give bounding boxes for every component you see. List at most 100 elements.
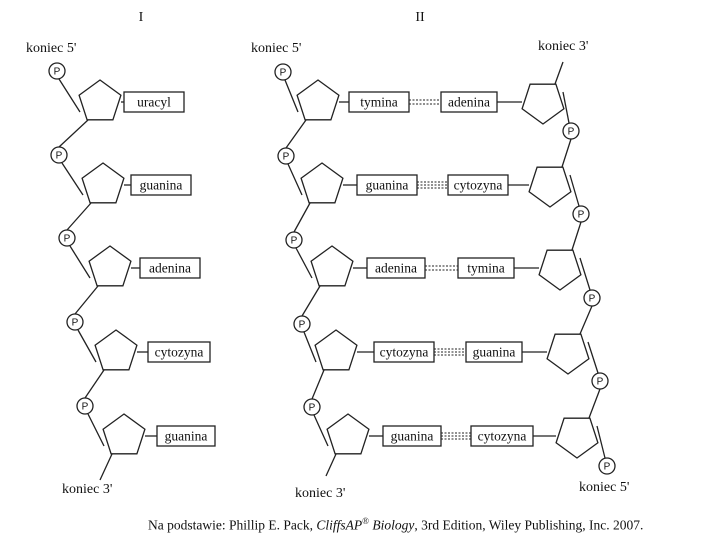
sugar-IIL-4 [314, 329, 358, 371]
backbone-IIR-down-3 [579, 257, 591, 291]
base-IIR-2-box [447, 174, 509, 196]
sugar-IIL-2 [300, 162, 344, 204]
phosphate-IIL-top [274, 63, 292, 81]
sugar-I-4 [94, 329, 138, 371]
backbone-IIR-down-4 [587, 341, 599, 374]
backbone-IIL-out-4 [311, 369, 325, 400]
phosphate-IIR-5-label: P [604, 462, 611, 473]
backbone-I-in-4 [77, 329, 97, 363]
backbone-IIL-out-2 [293, 202, 311, 233]
base-IIR-1-box [440, 91, 498, 113]
phosphate-IIL-top-label: P [280, 68, 287, 79]
backbone-IIR-down-2 [569, 174, 580, 207]
base-IIL-4: cytozyna [380, 345, 429, 360]
panel-II-left-end-3: koniec 3' [295, 486, 345, 501]
panel-II-title: II [415, 10, 425, 25]
panel-II-right-end-3: koniec 3' [538, 39, 588, 54]
backbone-IIR-up-2 [561, 138, 572, 168]
base-I-2-box [130, 174, 192, 196]
backbone-I-out-2 [66, 202, 92, 231]
phosphate-I-top [48, 62, 66, 80]
backbone-IIL-in-2 [287, 163, 303, 196]
backbone-IIR-down-1 [562, 91, 570, 124]
base-I-5: guanina [165, 429, 208, 444]
base-IIL-2: guanina [366, 178, 409, 193]
phosphate-IIR-2-label: P [578, 210, 585, 221]
panel-II-right-end-5: koniec 5' [579, 480, 629, 495]
backbone-IIL-in-1 [284, 79, 299, 113]
phosphate-IIL-2-label: P [283, 152, 290, 163]
backbone-IIL-in-3 [295, 247, 313, 279]
phosphate-IIL-4 [293, 315, 311, 333]
base-IIL-5: guanina [391, 429, 434, 444]
panel-I-end-5: koniec 5' [26, 41, 76, 56]
sugar-I-3 [88, 245, 132, 287]
hydrogen-bonds [409, 99, 471, 440]
base-IIR-5: cytozyna [478, 429, 527, 444]
phosphate-I-top-label: P [54, 67, 61, 78]
phosphate-I-4 [66, 313, 84, 331]
base-IIR-3: tymina [467, 261, 505, 276]
sugar-IIR-1 [521, 83, 565, 125]
phosphate-IIR-3-label: P [589, 294, 596, 305]
phosphate-I-3 [58, 229, 76, 247]
phosphate-IIL-5-label: P [309, 403, 316, 414]
base-IIR-2: cytozyna [454, 178, 503, 193]
phosphate-IIL-3 [285, 231, 303, 249]
backbone-I-in-5 [87, 413, 105, 447]
phosphate-IIL-4-label: P [299, 320, 306, 331]
sugar-IIL-1 [296, 79, 340, 121]
sugar-I-2 [81, 162, 125, 204]
base-IIL-1: tymina [360, 95, 398, 110]
base-I-1-box [123, 91, 185, 113]
tail-IIR [554, 61, 564, 85]
phosphate-IIL-2 [277, 147, 295, 165]
phosphate-I-2-label: P [56, 151, 63, 162]
backbone-I-in-2 [61, 162, 84, 196]
panel-I-end-3: koniec 3' [62, 482, 112, 497]
phosphate-I-5-label: P [82, 402, 89, 413]
base-I-4: cytozyna [155, 345, 204, 360]
backbone-I-in-1 [58, 78, 81, 113]
backbone-IIR-up-5 [588, 388, 601, 419]
base-IIR-1: adenina [448, 95, 490, 110]
base-I-4-box [147, 341, 211, 363]
phosphate-IIR-1-label: P [568, 127, 575, 138]
source-credit: Na podstawie: Phillip E. Pack, CliffsAP®… [148, 516, 644, 533]
base-I-5-box [156, 425, 216, 447]
base-IIL-3: adenina [375, 261, 417, 276]
base-I-3: adenina [149, 261, 191, 276]
sugar-IIR-5 [555, 417, 599, 459]
backbone-IIR-up-3 [571, 221, 582, 251]
sugar-IIL-3 [310, 245, 354, 287]
phosphate-IIR-5 [598, 457, 616, 475]
base-IIL-1-box [348, 91, 410, 113]
sugar-IIR-2 [528, 166, 572, 208]
sugar-IIR-4 [546, 333, 590, 375]
backbone-I-in-3 [69, 245, 91, 279]
backbone-IIR-down-5 [596, 425, 606, 459]
base-IIL-3-box [366, 257, 426, 279]
phosphate-I-4-label: P [72, 318, 79, 329]
phosphate-I-3-label: P [64, 234, 71, 245]
tail-IIL [325, 453, 337, 477]
phosphate-I-5 [76, 397, 94, 415]
backbone-IIL-out-3 [301, 285, 321, 317]
backbone-IIR-up-4 [579, 305, 593, 335]
sugar-I-1 [78, 79, 122, 121]
tail-I [99, 453, 113, 481]
phosphate-I-2 [50, 146, 68, 164]
base-I-3-box [139, 257, 201, 279]
phosphate-IIL-5 [303, 398, 321, 416]
panel-II-right-strand: adeninaPcytozynaPtyminaPguaninaPcytozyna… [440, 61, 616, 475]
backbone-IIL-in-4 [303, 331, 317, 363]
sugar-IIR-3 [538, 249, 582, 291]
panel-II-left-end-5: koniec 5' [251, 41, 301, 56]
sugar-I-5 [102, 413, 146, 455]
backbone-I-out-4 [84, 369, 105, 399]
backbone-IIL-out-1 [285, 119, 307, 149]
base-I-2: guanina [140, 178, 183, 193]
